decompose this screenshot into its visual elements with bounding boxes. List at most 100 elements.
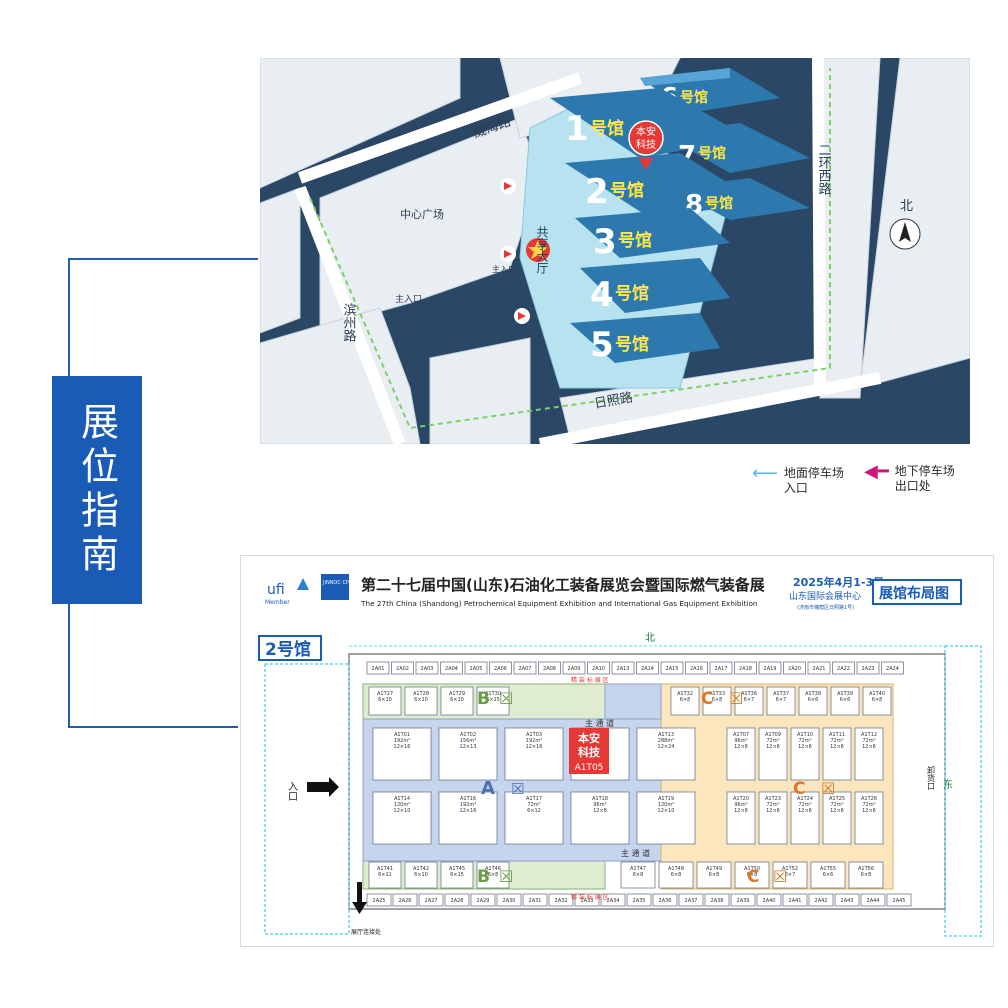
- underground-parking-arrow-icon: ◀━: [864, 461, 889, 482]
- svg-text:本安: 本安: [578, 731, 600, 745]
- location-marker: 本安 科技: [628, 120, 664, 170]
- svg-text:号馆: 号馆: [590, 118, 624, 139]
- svg-text:2A07: 2A07: [519, 666, 532, 672]
- floor-plan: ufi Member JINNOC CPEC EXPO 第二十七届中国(山东)石…: [240, 555, 994, 947]
- plan-title-en: The 27th China (Shandong) Petrochemical …: [360, 599, 758, 608]
- standard-booth: 2A16: [685, 661, 708, 675]
- highlight-booth: 本安 科技 A1T05: [569, 728, 609, 774]
- zone-c-label-top: C: [701, 689, 713, 709]
- svg-text:12×6: 12×6: [798, 808, 812, 814]
- svg-text:A1T36: A1T36: [741, 691, 757, 697]
- svg-text:2A14: 2A14: [641, 666, 654, 672]
- svg-text:主入口: 主入口: [395, 293, 422, 305]
- svg-text:A1T28: A1T28: [413, 691, 429, 697]
- zone-c-mark-icon-2: ☒: [821, 779, 835, 798]
- svg-text:72m²: 72m²: [798, 802, 811, 808]
- svg-text:6×6: 6×6: [823, 872, 834, 878]
- svg-text:6×8: 6×8: [671, 872, 682, 878]
- svg-text:12×16: 12×16: [526, 744, 543, 750]
- standard-booth: 2A24: [881, 661, 904, 675]
- svg-text:A1T14: A1T14: [394, 796, 410, 802]
- svg-text:2A03: 2A03: [421, 666, 434, 672]
- standard-booth: 2A29: [470, 893, 496, 907]
- svg-text:A1T05: A1T05: [575, 763, 604, 773]
- zone-b-label-bottom: B: [477, 867, 490, 887]
- svg-text:12×16: 12×16: [394, 744, 411, 750]
- svg-text:6×8: 6×8: [872, 697, 883, 703]
- svg-text:号馆: 号馆: [698, 145, 726, 162]
- standard-booth: 2A42: [808, 893, 834, 907]
- svg-text:中心广场: 中心广场: [400, 207, 444, 221]
- svg-text:东: 东: [943, 778, 953, 791]
- svg-text:A1T52: A1T52: [782, 866, 798, 872]
- svg-text:12×6: 12×6: [862, 744, 876, 750]
- svg-text:A1T17: A1T17: [526, 796, 542, 802]
- standard-booth: 2A31: [522, 893, 548, 907]
- legend-underground-parking: ◀━ 地下停车场出口处: [864, 461, 955, 494]
- entrance-arrow-icon: [500, 178, 530, 324]
- standard-booth: 2A10: [587, 661, 610, 675]
- svg-text:6×7: 6×7: [776, 697, 787, 703]
- svg-text:A1T42: A1T42: [413, 866, 429, 872]
- svg-text:72m²: 72m²: [527, 802, 540, 808]
- svg-text:A1T41: A1T41: [377, 866, 393, 872]
- svg-text:12×6: 12×6: [830, 808, 844, 814]
- svg-text:6×10: 6×10: [414, 697, 428, 703]
- svg-text:2A33: 2A33: [581, 898, 594, 904]
- svg-text:2A35: 2A35: [633, 898, 646, 904]
- svg-text:A1T55: A1T55: [820, 866, 836, 872]
- svg-text:A1T32: A1T32: [677, 691, 693, 697]
- svg-text:北: 北: [645, 632, 655, 644]
- zone-c-label-mid: C: [793, 779, 805, 799]
- svg-text:12×10: 12×10: [658, 808, 675, 814]
- svg-text:2A26: 2A26: [399, 898, 412, 904]
- svg-text:72m²: 72m²: [862, 802, 875, 808]
- svg-text:96m²: 96m²: [593, 802, 606, 808]
- star-icon: [526, 238, 550, 262]
- plan-title-cn: 第二十七届中国(山东)石油化工装备展览会暨国际燃气装备展: [361, 576, 765, 594]
- svg-text:号馆: 号馆: [615, 334, 649, 355]
- svg-text:2: 2: [585, 172, 609, 212]
- booths-a: A1T01192m²12×16A1T02156m²12×13A1T03192m²…: [372, 727, 696, 845]
- standard-booth: 2A02: [391, 661, 414, 675]
- svg-text:2A22: 2A22: [837, 666, 850, 672]
- svg-text:5: 5: [590, 325, 614, 365]
- standard-booth: 2A06: [489, 661, 512, 675]
- svg-text:2A29: 2A29: [477, 898, 490, 904]
- svg-text:2A41: 2A41: [789, 898, 802, 904]
- svg-text:A1T19: A1T19: [658, 796, 674, 802]
- standard-booth: 2A15: [660, 661, 684, 675]
- standard-booth: 2A01: [366, 661, 390, 675]
- standard-booth: 2A08: [538, 661, 561, 675]
- standard-booth: 2A39: [730, 893, 756, 907]
- standard-booth: 2A44: [860, 893, 886, 907]
- svg-text:2A34: 2A34: [607, 898, 620, 904]
- standard-booth: 2A36: [652, 893, 678, 907]
- jinnoc-logo: JINNOC CPEC EXPO: [297, 574, 371, 600]
- standard-booth: 2A20: [783, 661, 806, 675]
- svg-text:72m²: 72m²: [830, 738, 843, 744]
- svg-text:12×16: 12×16: [460, 808, 477, 814]
- svg-text:A1T13: A1T13: [658, 732, 674, 738]
- svg-text:72m²: 72m²: [766, 802, 779, 808]
- svg-text:6×12: 6×12: [527, 808, 541, 814]
- svg-text:3: 3: [593, 222, 617, 262]
- booths-c: A1T0796m²12×8A1T0972m²12×6A1T1072m²12×6A…: [726, 727, 884, 845]
- svg-text:A1T38: A1T38: [805, 691, 821, 697]
- standard-booth: 2A07: [513, 661, 537, 675]
- svg-text:6×8: 6×8: [747, 872, 758, 878]
- svg-text:6×10: 6×10: [378, 697, 392, 703]
